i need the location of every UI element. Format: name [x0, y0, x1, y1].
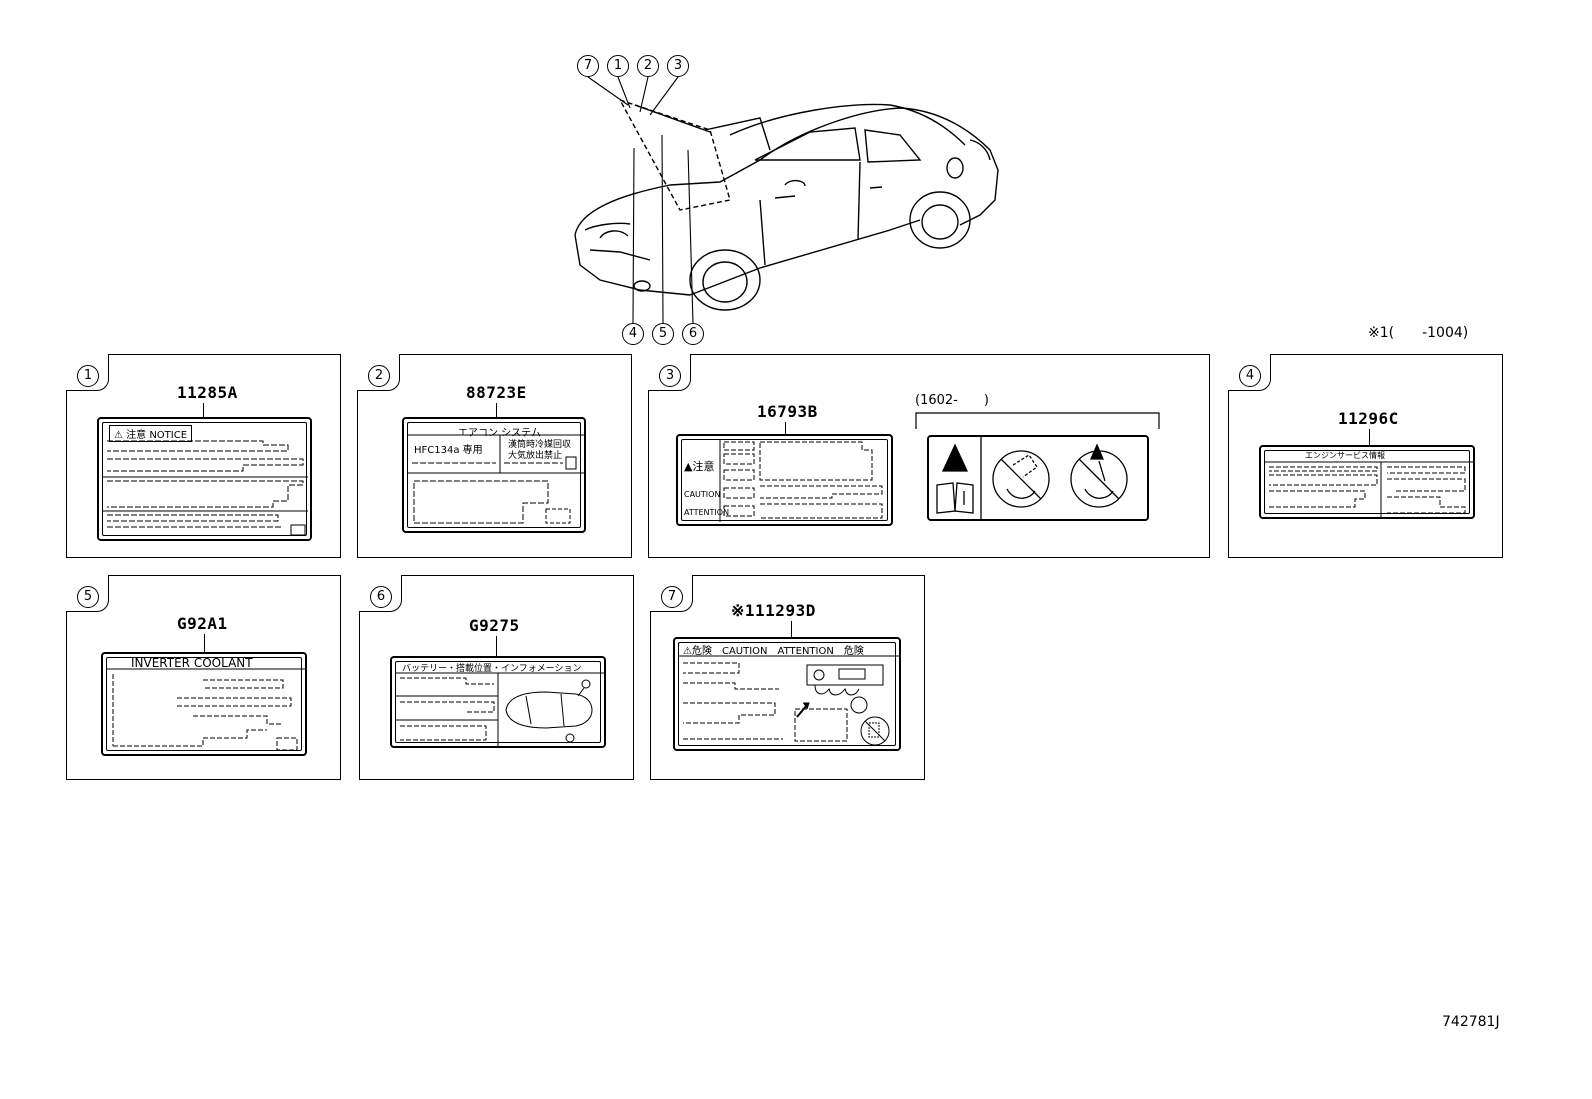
- range-label: (1602- ): [915, 393, 989, 408]
- panel-index: 6: [370, 586, 392, 608]
- label-16793B: ▲注意 CAUTION ATTENTION: [676, 434, 893, 526]
- panel-3: 3 16793B ▲注意 CAUTION ATTENTION: [648, 354, 1210, 558]
- footnote: ※1( -1004): [1368, 325, 1469, 341]
- label-11285A: ⚠ 注意 NOTICE: [97, 417, 312, 541]
- panel-index: 5: [77, 586, 99, 608]
- panel-index: 4: [1239, 365, 1261, 387]
- panel-index: 3: [659, 365, 681, 387]
- callout-2: 2: [637, 55, 659, 77]
- panel-6: 6 G9275 バッテリー・搭載位置・インフォメーション: [359, 575, 634, 780]
- callout-6: 6: [682, 323, 704, 345]
- label-header: バッテリー・搭載位置・インフォメーション: [402, 664, 582, 674]
- pictogram-label: [927, 435, 1149, 521]
- part-number: 88723E: [466, 383, 527, 402]
- panel-2: 2 88723E エアコン システム HFC134a 専用 漢筒時冷媒回収 大気…: [357, 354, 632, 558]
- label-11296C: エンジンサービス情報: [1259, 445, 1475, 519]
- release-prohibited: 大気放出禁止: [508, 451, 563, 461]
- car-illustration: [560, 90, 1010, 320]
- car-outline-icon: [574, 98, 999, 311]
- panel-5: 5 G92A1 INVERTER COOLANT: [66, 575, 341, 780]
- range-bracket: [915, 412, 1160, 429]
- panel-index: 2: [368, 365, 390, 387]
- callout-3: 3: [667, 55, 689, 77]
- part-number: G9275: [469, 616, 520, 635]
- label-88723E: エアコン システム HFC134a 専用 漢筒時冷媒回収 大気放出禁止: [402, 417, 586, 533]
- part-number: ※111293D: [731, 601, 816, 620]
- panel-7: 7 ※111293D ⚠危険 CAUTION ATTENTION 危険: [650, 575, 925, 780]
- warn-jp: ▲注意: [684, 460, 715, 473]
- panel-1: 1 11285A ⚠ 注意 NOTICE: [66, 354, 341, 558]
- label-G92A1: INVERTER COOLANT: [101, 652, 307, 756]
- label-header: エアコン システム: [458, 428, 541, 439]
- callout-4: 4: [622, 323, 644, 345]
- recovery-notice: 漢筒時冷媒回収: [508, 440, 572, 450]
- panel-4: 4 11296C エンジンサービス情報: [1228, 354, 1503, 558]
- label-header: ⚠危険 CAUTION ATTENTION 危険: [683, 646, 864, 657]
- refrigerant-type: HFC134a 専用: [414, 445, 483, 456]
- diagram-id: 742781J: [1442, 1014, 1500, 1030]
- part-number: 16793B: [757, 402, 818, 421]
- part-number: G92A1: [177, 614, 228, 633]
- label-G9275: バッテリー・搭載位置・インフォメーション: [390, 656, 606, 748]
- callout-1: 1: [607, 55, 629, 77]
- warn-caution: CAUTION: [684, 490, 721, 499]
- part-number: 11285A: [177, 383, 238, 402]
- callout-7: 7: [577, 55, 599, 77]
- label-11293D: ⚠危険 CAUTION ATTENTION 危険: [673, 637, 901, 751]
- panel-index: 7: [661, 586, 683, 608]
- callout-5: 5: [652, 323, 674, 345]
- part-number: 11296C: [1338, 409, 1399, 428]
- panel-index: 1: [77, 365, 99, 387]
- label-header: エンジンサービス情報: [1305, 451, 1385, 460]
- label-header: INVERTER COOLANT: [131, 656, 253, 670]
- warn-attention: ATTENTION: [684, 508, 730, 517]
